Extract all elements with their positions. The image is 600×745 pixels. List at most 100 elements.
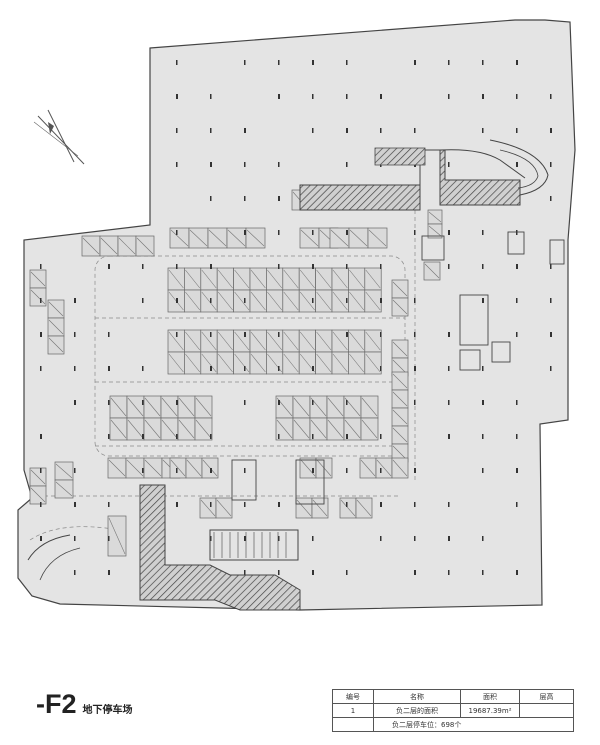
parking-stall xyxy=(326,395,345,419)
parking-stall xyxy=(216,351,234,375)
parking-stall xyxy=(185,457,203,479)
column-mark xyxy=(346,230,348,235)
column-mark xyxy=(244,468,246,473)
column-mark xyxy=(210,128,212,133)
parking-stall xyxy=(125,457,145,479)
column-mark xyxy=(482,536,484,541)
column-mark xyxy=(278,502,280,507)
column-mark xyxy=(380,366,382,371)
column-mark xyxy=(380,128,382,133)
column-mark xyxy=(210,264,212,269)
parking-stall xyxy=(184,351,202,375)
parking-stall xyxy=(29,269,47,289)
parking-stall xyxy=(200,289,218,313)
column-mark xyxy=(108,400,110,405)
column-mark xyxy=(278,196,280,201)
parking-stall xyxy=(249,329,267,353)
parking-stall xyxy=(391,407,409,427)
column-mark xyxy=(278,60,280,65)
column-mark xyxy=(516,332,518,337)
parking-stall xyxy=(169,457,187,479)
column-mark xyxy=(278,570,280,575)
parking-stall xyxy=(177,417,196,441)
column-mark xyxy=(244,162,246,167)
column-mark xyxy=(176,162,178,167)
column-mark xyxy=(278,400,280,405)
column-mark xyxy=(278,536,280,541)
column-mark xyxy=(244,570,246,575)
column-mark xyxy=(312,400,314,405)
drive-aisles xyxy=(29,210,416,541)
column-mark xyxy=(414,502,416,507)
parking-stall xyxy=(143,457,163,479)
table-row: 负二层停车位：698个 xyxy=(332,717,574,732)
parking-stall xyxy=(331,267,349,291)
parking-stall xyxy=(233,329,251,353)
column-mark xyxy=(516,60,518,65)
column-mark xyxy=(414,570,416,575)
column-mark xyxy=(414,128,416,133)
parking-stall xyxy=(249,351,267,375)
parking-stall xyxy=(169,227,190,249)
column-mark xyxy=(244,400,246,405)
column-mark xyxy=(210,366,212,371)
column-mark xyxy=(448,570,450,575)
parking-stall xyxy=(200,267,218,291)
column-mark xyxy=(312,434,314,439)
parking-stall xyxy=(184,267,202,291)
parking-stall xyxy=(391,297,409,317)
parking-stall xyxy=(275,417,294,441)
ramp-south xyxy=(27,484,301,611)
parking-stall xyxy=(299,227,320,249)
column-mark xyxy=(312,366,314,371)
column-mark xyxy=(40,264,42,269)
column-mark xyxy=(516,230,518,235)
parking-stall xyxy=(233,351,251,375)
column-mark xyxy=(346,400,348,405)
column-mark xyxy=(414,366,416,371)
column-mark xyxy=(482,264,484,269)
column-mark xyxy=(448,332,450,337)
parking-stall xyxy=(266,329,284,353)
parking-stall xyxy=(266,289,284,313)
column-mark xyxy=(312,60,314,65)
column-mark xyxy=(550,128,552,133)
column-mark xyxy=(210,434,212,439)
column-mark xyxy=(244,60,246,65)
column-mark xyxy=(448,536,450,541)
column-mark xyxy=(448,502,450,507)
column-mark xyxy=(40,366,42,371)
parking-stall xyxy=(348,329,366,353)
column-mark xyxy=(482,468,484,473)
parking-stall xyxy=(348,351,366,375)
column-mark xyxy=(210,94,212,99)
column-mark xyxy=(380,536,382,541)
parking-stall xyxy=(298,267,316,291)
column-mark xyxy=(278,264,280,269)
column-mark xyxy=(448,366,450,371)
column-mark xyxy=(516,502,518,507)
column-mark xyxy=(244,230,246,235)
parking-stall xyxy=(427,209,443,225)
parking-stall xyxy=(200,329,218,353)
column-mark xyxy=(448,60,450,65)
parking-stall xyxy=(282,351,300,375)
column-mark xyxy=(448,434,450,439)
column-mark xyxy=(380,264,382,269)
column-mark xyxy=(448,162,450,167)
parking-stall xyxy=(199,497,217,519)
parking-stall xyxy=(47,335,65,355)
column-mark xyxy=(40,502,42,507)
column-mark xyxy=(448,230,450,235)
column-mark xyxy=(380,94,382,99)
parking-stall xyxy=(275,395,294,419)
parking-stall xyxy=(364,267,382,291)
parking-stall xyxy=(423,261,441,281)
column-mark xyxy=(210,468,212,473)
column-mark xyxy=(346,570,348,575)
column-mark xyxy=(40,434,42,439)
parking-stall xyxy=(391,279,409,299)
parking-stall xyxy=(348,267,366,291)
parking-stall xyxy=(177,395,196,419)
column-mark xyxy=(108,434,110,439)
